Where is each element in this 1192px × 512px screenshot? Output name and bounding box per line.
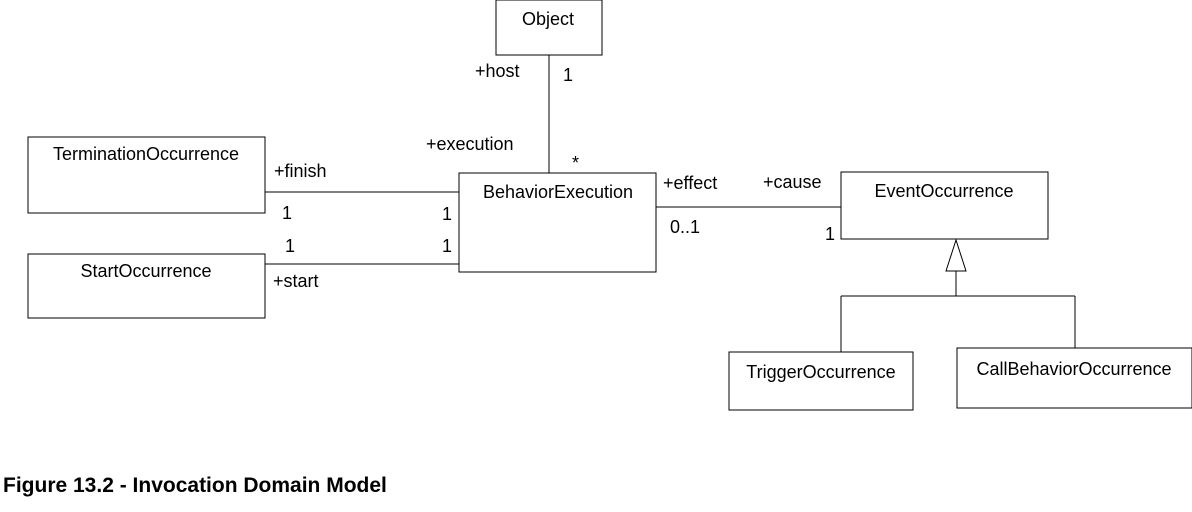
execution-role-label: +execution	[426, 134, 514, 154]
class-termination-occurrence[interactable]: TerminationOccurrence	[27, 136, 266, 214]
class-object[interactable]: Object	[495, 0, 603, 56]
class-termination-occurrence-name: TerminationOccurrence	[53, 144, 239, 164]
start-execution-multiplicity-label: 1	[442, 236, 452, 256]
class-behavior-execution[interactable]: BehaviorExecution	[458, 172, 657, 273]
class-call-behavior-occurrence[interactable]: CallBehaviorOccurrence	[956, 347, 1192, 409]
class-trigger-occurrence-name: TriggerOccurrence	[746, 362, 895, 382]
host-role-label: +host	[475, 61, 520, 81]
class-trigger-occurrence[interactable]: TriggerOccurrence	[728, 351, 914, 411]
class-event-occurrence-name: EventOccurrence	[874, 181, 1013, 201]
class-object-name: Object	[522, 9, 574, 29]
finish-termination-multiplicity-label: 1	[282, 203, 292, 223]
finish-role-label: +finish	[274, 161, 327, 181]
finish-execution-multiplicity-label: 1	[442, 204, 452, 224]
execution-multiplicity-label: *	[572, 153, 579, 173]
figure-caption: Figure 13.2 - Invocation Domain Model	[3, 474, 387, 497]
cause-role-label: +cause	[763, 172, 822, 192]
class-behavior-execution-name: BehaviorExecution	[483, 182, 633, 202]
generalization-connector	[840, 271, 1076, 352]
host-multiplicity-label: 1	[563, 65, 573, 85]
cause-multiplicity-label: 1	[825, 224, 835, 244]
class-start-occurrence-name: StartOccurrence	[80, 261, 211, 281]
class-start-occurrence[interactable]: StartOccurrence	[27, 253, 266, 319]
effect-multiplicity-label: 0..1	[670, 217, 700, 237]
class-event-occurrence[interactable]: EventOccurrence	[840, 171, 1049, 240]
start-multiplicity-label: 1	[285, 236, 295, 256]
class-call-behavior-occurrence-name: CallBehaviorOccurrence	[976, 359, 1171, 379]
start-role-label: +start	[273, 271, 319, 291]
effect-role-label: +effect	[663, 173, 717, 193]
generalization-arrowhead-icon	[945, 238, 967, 272]
